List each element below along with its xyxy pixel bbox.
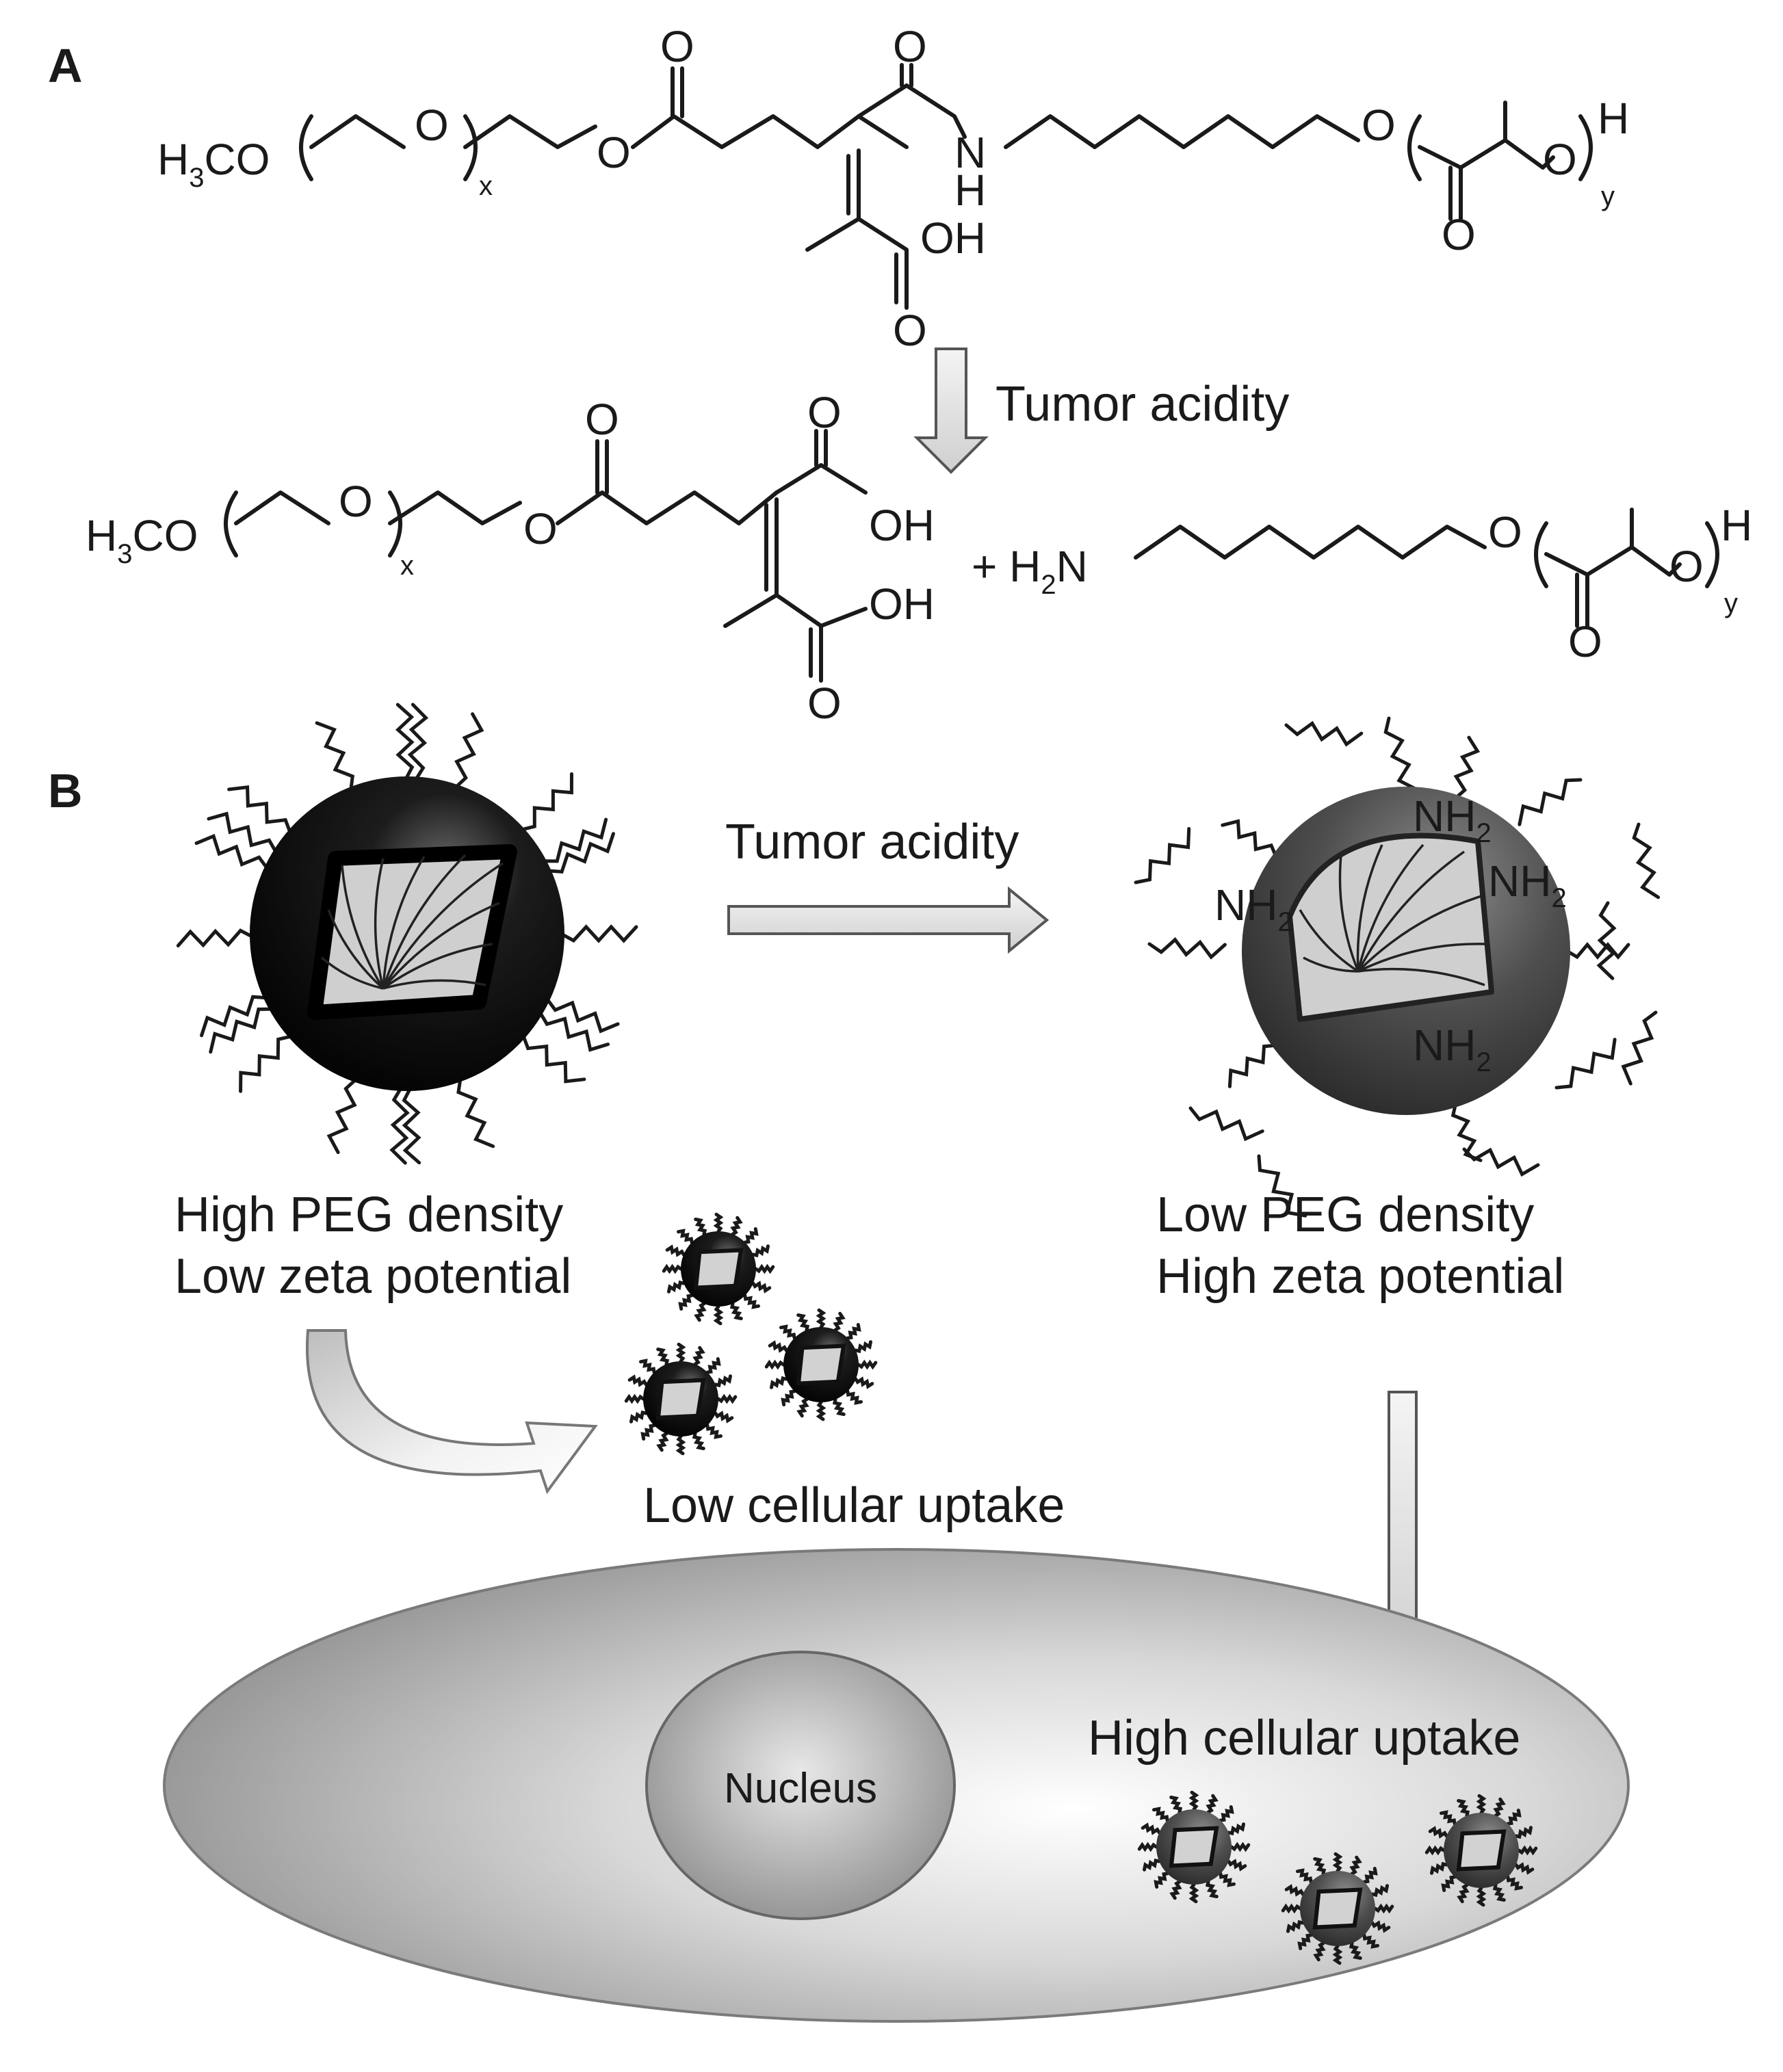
product-acid1-oh: OH [869, 501, 935, 550]
reactant-o-carbonyl2: O [893, 22, 927, 71]
reactant-h-end: H [1598, 94, 1629, 143]
scheme-b-arrow-label: Tumor acidity [725, 815, 1019, 869]
acidity-down-arrow [913, 347, 989, 474]
amine-label-top: NH2 [1413, 791, 1492, 848]
left-label-peg-density: High PEG density [174, 1188, 563, 1242]
peg-linker-bonds [463, 114, 597, 149]
peg-close-bracket [463, 114, 478, 181]
small-pegylated-particles [624, 1212, 878, 1456]
product-acid2-o: O [807, 679, 842, 728]
core-polymer-rays-exposed [1299, 843, 1485, 986]
deshielded-nanoparticle: NH2 NH2 NH2 NH2 [1134, 716, 1661, 1218]
small-particle [1424, 1794, 1538, 1907]
nucleus [645, 1651, 956, 1920]
small-particle [1281, 1852, 1394, 1965]
product-o-peg: O [339, 477, 373, 526]
curved-arrow-low-uptake [305, 1329, 598, 1495]
product-o-pla-carbonyl: O [1568, 617, 1602, 666]
reactant-y-subscript: y [1601, 181, 1615, 211]
scheme-a-arrow-label: Tumor acidity [995, 377, 1289, 432]
acid-stem [857, 217, 909, 310]
ester-chain [631, 114, 909, 149]
peg-chains-sparse [1134, 716, 1661, 1218]
product-o-carbonyl1: O [585, 395, 619, 444]
pla-open-bracket [1407, 114, 1422, 181]
low-uptake-label: Low cellular uptake [643, 1478, 1065, 1533]
peg-chains-dense [176, 703, 638, 1165]
small-particle [624, 1342, 738, 1456]
small-particle [662, 1212, 775, 1326]
reactant-o-ester: O [597, 128, 631, 177]
peg-open-bracket [299, 114, 313, 181]
reactant-amide-n: N [954, 128, 986, 177]
product-y-subscript: y [1724, 588, 1738, 618]
right-label-peg-density: Low PEG density [1156, 1188, 1534, 1242]
reactant-o-pla-ring: O [1543, 135, 1577, 184]
reactant-o-pla: O [1362, 101, 1396, 150]
small-particle [1137, 1790, 1251, 1904]
acidity-right-arrow [727, 886, 1050, 954]
product-x-subscript: x [400, 551, 414, 581]
particle-core-cutaway [307, 844, 517, 1020]
reactant-amide-h: H [954, 166, 986, 215]
amine-label-left: NH2 [1214, 880, 1293, 937]
nucleus-label: Nucleus [724, 1765, 877, 1812]
pegylated-nanoparticle [176, 703, 638, 1165]
reactant-acid-oh: OH [920, 213, 986, 263]
reactant-molecule: H3CO O x O O O N H OH O O O O H [157, 22, 1629, 355]
panel-label-b: B [48, 764, 83, 817]
reactant-o-pla-carbonyl: O [1442, 210, 1476, 259]
peg-repeat-bonds [309, 114, 406, 149]
product-acid2-oh: OH [869, 579, 935, 629]
amide-link [904, 83, 967, 139]
methyl-branch [805, 217, 861, 252]
product-h2n: + H2N [972, 542, 1088, 600]
pla-close-bracket [1578, 114, 1593, 181]
reactant-o-peg: O [415, 101, 449, 150]
reactant-acid-o: O [893, 306, 927, 355]
product-o-ester: O [523, 504, 558, 553]
amine-label-right: NH2 [1488, 856, 1567, 913]
product-h3co: H3CO [86, 511, 198, 569]
hexyl-chain [1004, 114, 1360, 149]
product-o-pla-ring: O [1669, 542, 1704, 591]
left-label-zeta: Low zeta potential [174, 1249, 571, 1304]
core-polymer-rays [320, 854, 504, 990]
reactant-h3co: H3CO [157, 135, 270, 193]
reactant-o-carbonyl1: O [660, 22, 694, 71]
product-acid1-o: O [807, 388, 842, 437]
amide-carbonyl-stem [857, 83, 909, 118]
internalized-particles [1137, 1790, 1538, 1965]
product-h-end: H [1721, 501, 1752, 550]
panel-label-a: A [48, 39, 83, 92]
small-particle [764, 1308, 878, 1421]
reactant-x-subscript: x [479, 171, 493, 201]
right-label-zeta: High zeta potential [1156, 1249, 1564, 1304]
pla-repeat-bonds [1418, 138, 1555, 170]
product-o-pla: O [1488, 508, 1522, 557]
amine-label-bottom: NH2 [1413, 1021, 1492, 1077]
product-molecules: H3CO O x O O O OH OH O + H2N O O O [86, 388, 1752, 728]
high-uptake-label: High cellular uptake [1088, 1711, 1520, 1766]
